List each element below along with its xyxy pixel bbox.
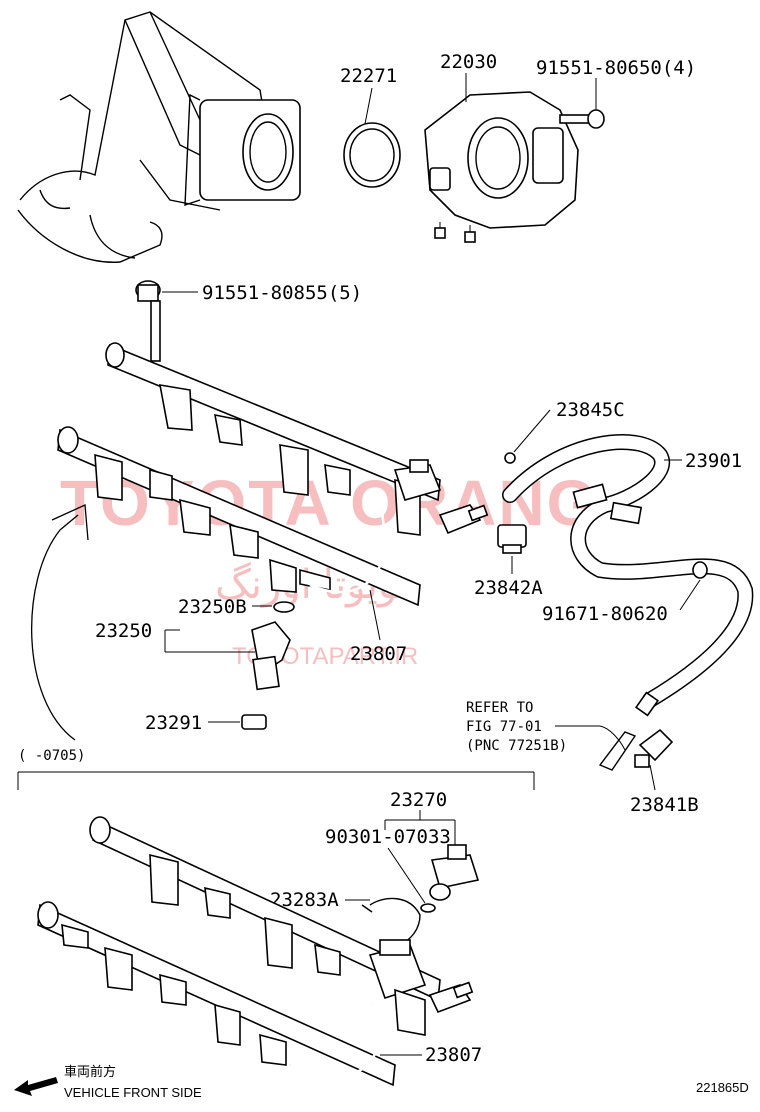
label-22030: 22030 — [440, 51, 497, 73]
period-note: ( -0705) — [18, 748, 85, 764]
injector-drawing — [164, 601, 295, 691]
label-23291: 23291 — [145, 712, 202, 734]
refer-note: REFER TO FIG 77-01 (PNC 77251B) — [466, 700, 637, 771]
label-23250B: 23250B — [178, 596, 247, 618]
intake-manifold-drawing — [17, 11, 301, 263]
label-90301-07033: 90301-07033 — [325, 826, 451, 848]
label-23807-lower: 23807 — [425, 1044, 482, 1066]
section-divider — [17, 771, 535, 790]
label-91551-80650: 91551-80650(4) — [536, 57, 696, 79]
upper-fuel-rail-drawing — [57, 342, 489, 641]
vehicle-front-arrow — [14, 1077, 58, 1096]
clip-23845c-drawing — [504, 409, 551, 464]
throttle-gasket-drawing — [343, 87, 401, 188]
rail-bolt-drawing — [135, 280, 198, 362]
refer-line-2: FIG 77-01 — [466, 719, 542, 735]
connector-23842a-drawing — [497, 524, 527, 574]
refer-line-3: (PNC 77251B) — [466, 738, 567, 754]
insulator-drawing — [208, 714, 267, 730]
connector-23841b-drawing — [634, 728, 674, 791]
label-23901: 23901 — [685, 450, 742, 472]
label-23807-upper: 23807 — [350, 643, 407, 665]
fuel-hose-drawing — [502, 434, 754, 717]
clip-23283a-drawing — [345, 897, 421, 946]
label-23283A: 23283A — [270, 889, 339, 911]
label-22271: 22271 — [340, 65, 397, 87]
label-23270: 23270 — [390, 789, 447, 811]
label-23250: 23250 — [95, 620, 152, 642]
front-label-english: VEHICLE FRONT SIDE — [64, 1085, 202, 1100]
label-23842A: 23842A — [474, 577, 543, 599]
label-91671-80620: 91671-80620 — [542, 603, 668, 625]
throttle-body-drawing — [424, 73, 579, 243]
diagram-code: 221865D — [696, 1080, 749, 1095]
label-23845C: 23845C — [556, 399, 625, 421]
lower-fuel-rail-drawing — [37, 816, 474, 1087]
front-label-japanese: 車両前方 — [64, 1064, 116, 1079]
label-91551-80855: 91551-80855(5) — [202, 282, 362, 304]
hose-bolt-drawing — [679, 561, 708, 611]
detail-arrow — [31, 504, 89, 741]
throttle-bolt-drawing — [559, 78, 605, 129]
label-23841B: 23841B — [630, 794, 699, 816]
pressure-regulator-drawing — [384, 810, 480, 913]
refer-line-1: REFER TO — [466, 700, 533, 716]
